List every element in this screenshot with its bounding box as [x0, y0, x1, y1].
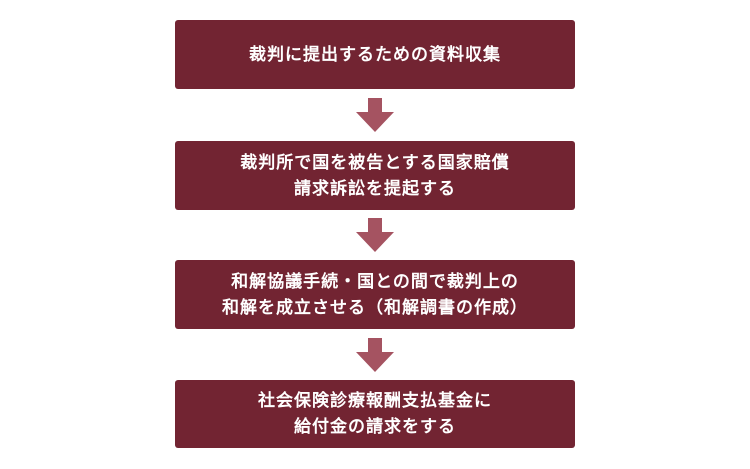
step-2-line-1: 裁判所で国を被告とする国家賠償 — [240, 152, 510, 173]
down-arrow-icon — [356, 218, 394, 252]
step-3-box: 和解協議手続・国との間で裁判上の 和解を成立させる（和解調書の作成） — [175, 260, 575, 329]
step-3-line-2: 和解を成立させる（和解調書の作成） — [222, 297, 528, 318]
step-4-line-1: 社会保険診療報酬支払基金に — [258, 391, 492, 411]
step-1-box: 裁判に提出するための資料収集 — [175, 20, 575, 89]
step-2-line-2: 請求訴訟を提起する — [294, 178, 456, 199]
step-3-line-1: 和解協議手続・国との間で裁判上の — [231, 271, 519, 292]
step-4-box: 社会保険診療報酬支払基金に 給付金の請求をする — [175, 380, 575, 448]
step-4-line-2: 給付金の請求をする — [294, 417, 456, 437]
step-1-line-1: 裁判に提出するための資料収集 — [249, 44, 501, 65]
step-2-box: 裁判所で国を被告とする国家賠償 請求訴訟を提起する — [175, 141, 575, 210]
down-arrow-icon — [356, 338, 394, 372]
down-arrow-icon — [356, 98, 394, 132]
